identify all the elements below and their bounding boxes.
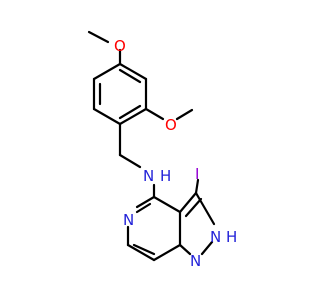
bond [152,243,182,262]
bond [135,202,152,214]
pyridine-nitrogen-atom: N [123,211,134,229]
pyrazole-nitrogen2-atom: N [190,252,201,270]
bond [178,243,192,256]
bond [92,107,122,126]
bond [200,240,214,256]
chemical-structure-diagram: O O N H I N N H N [87,30,237,270]
bond [118,62,148,81]
amine-hydrogen-atom: H [160,167,171,185]
bond [175,108,194,121]
bond [118,68,142,84]
bond [144,107,165,121]
pyrazole-hydrogen-atom: H [226,228,237,246]
bond [126,243,156,262]
bond [178,191,198,214]
bond [92,62,122,81]
bond [87,30,110,44]
pyrazole-nitrogen-atom: N [210,228,221,246]
oxygen-atom-right: O [165,116,177,134]
bond [132,243,156,256]
bond [194,178,200,195]
bond [118,107,148,126]
iodine-atom: I [195,165,199,183]
bond [194,191,216,226]
bond [118,153,142,169]
bond [152,195,182,214]
amine-nitrogen-atom: N [143,167,154,185]
bond [184,197,203,218]
oxygen-atom-top: O [114,37,126,55]
bond [135,195,156,209]
bond [118,104,142,120]
